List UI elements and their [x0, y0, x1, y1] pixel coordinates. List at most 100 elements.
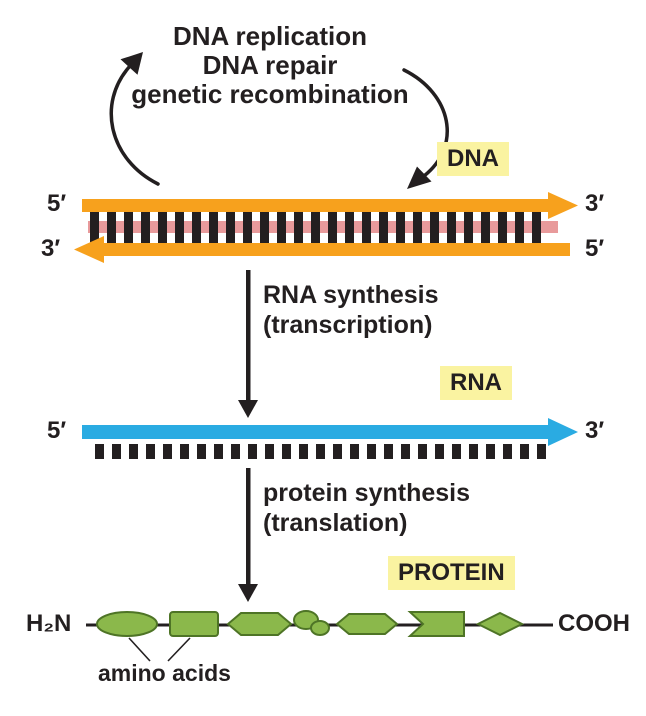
base-tick — [367, 444, 376, 459]
cycle-arc-right — [402, 68, 449, 178]
base-tick — [226, 212, 235, 243]
base-tick — [520, 444, 529, 459]
base-tick — [447, 212, 456, 243]
base-tick — [243, 212, 252, 243]
dna-base-pair-ticks — [90, 212, 541, 243]
cycle-labels: DNA replication DNA repair genetic recom… — [105, 22, 435, 109]
amino-acid-hexagon-1 — [226, 612, 293, 636]
base-tick — [163, 444, 172, 459]
base-tick — [328, 212, 337, 243]
translation-line-2: (translation) — [263, 509, 408, 537]
base-tick — [464, 212, 473, 243]
base-tick — [311, 212, 320, 243]
dna-duplex — [74, 192, 578, 263]
base-tick — [333, 444, 342, 459]
base-tick — [112, 444, 121, 459]
transcription-line-1: RNA synthesis — [263, 281, 439, 309]
base-tick — [401, 444, 410, 459]
dna-bottom-5prime-label: 5′ — [585, 235, 605, 262]
base-tick — [532, 212, 541, 243]
base-tick — [282, 444, 291, 459]
translation-arrow-shaft — [246, 468, 251, 586]
base-tick — [418, 444, 427, 459]
transcription-arrow — [238, 270, 258, 418]
base-tick — [129, 444, 138, 459]
protein-badge: PROTEIN — [388, 556, 515, 590]
base-tick — [515, 212, 524, 243]
base-tick — [175, 212, 184, 243]
base-tick — [158, 212, 167, 243]
base-tick — [486, 444, 495, 459]
base-tick — [294, 212, 303, 243]
base-tick — [260, 212, 269, 243]
replication-cycle-arrows — [109, 52, 449, 189]
base-tick — [180, 444, 189, 459]
cycle-line-repair: DNA repair — [202, 50, 338, 80]
cycle-arrowhead-left — [120, 52, 143, 75]
base-tick — [146, 444, 155, 459]
translation-arrow — [238, 468, 258, 602]
rna-5prime-label: 5′ — [47, 417, 67, 444]
transcription-arrowhead — [238, 400, 258, 418]
base-tick — [469, 444, 478, 459]
base-tick — [209, 212, 218, 243]
amino-acid-diamond — [475, 611, 525, 637]
base-tick — [214, 444, 223, 459]
rna-base-ticks — [95, 444, 546, 459]
amino-acids-label: amino acids — [98, 660, 231, 686]
base-tick — [435, 444, 444, 459]
dna-top-strand — [82, 199, 548, 212]
cycle-arc-left — [109, 64, 160, 186]
rna-strand-arrowhead — [548, 418, 578, 446]
base-tick — [498, 212, 507, 243]
translation-line-1: protein synthesis — [263, 479, 470, 507]
base-tick — [277, 212, 286, 243]
amino-acid-oval — [96, 611, 158, 637]
transcription-label: RNA synthesis (transcription) — [263, 280, 439, 340]
rna-badge: RNA — [440, 366, 512, 400]
base-tick — [124, 212, 133, 243]
base-tick — [192, 212, 201, 243]
base-tick — [107, 212, 116, 243]
base-tick — [481, 212, 490, 243]
cycle-arrowhead-right — [407, 166, 432, 189]
dna-top-5prime-label: 5′ — [47, 190, 67, 217]
base-tick — [316, 444, 325, 459]
base-tick — [265, 444, 274, 459]
rna-3prime-label: 3′ — [585, 417, 605, 444]
base-tick — [379, 212, 388, 243]
base-tick — [537, 444, 546, 459]
base-tick — [396, 212, 405, 243]
base-tick — [248, 444, 257, 459]
base-tick — [384, 444, 393, 459]
transcription-arrow-shaft — [246, 270, 251, 402]
transcription-line-2: (transcription) — [263, 311, 433, 339]
dna-bottom-strand-arrowhead — [74, 236, 104, 263]
base-tick — [452, 444, 461, 459]
protein-c-terminus-label: COOH — [558, 610, 630, 637]
base-tick — [345, 212, 354, 243]
base-tick — [503, 444, 512, 459]
translation-label: protein synthesis (translation) — [263, 478, 470, 538]
base-tick — [299, 444, 308, 459]
dna-badge: DNA — [437, 142, 509, 176]
amino-acid-pointer-line-2 — [167, 637, 191, 662]
base-tick — [430, 212, 439, 243]
amino-acid-pointer-line-1 — [128, 637, 151, 662]
base-tick — [95, 444, 104, 459]
rna-strand — [82, 425, 548, 439]
amino-acid-hexagon-2 — [335, 613, 399, 635]
base-tick — [413, 212, 422, 243]
dna-bottom-3prime-label: 3′ — [41, 235, 61, 262]
dna-core-band — [88, 221, 558, 233]
dna-bottom-strand — [104, 243, 570, 256]
dna-top-3prime-label: 3′ — [585, 190, 605, 217]
rna-strand-graphic — [82, 418, 578, 459]
amino-acid-blob-2 — [310, 620, 330, 636]
amino-acid-notched-box — [407, 611, 465, 637]
protein-chain-graphic — [86, 610, 553, 662]
base-tick — [141, 212, 150, 243]
protein-n-terminus-label: H₂N — [26, 610, 72, 637]
